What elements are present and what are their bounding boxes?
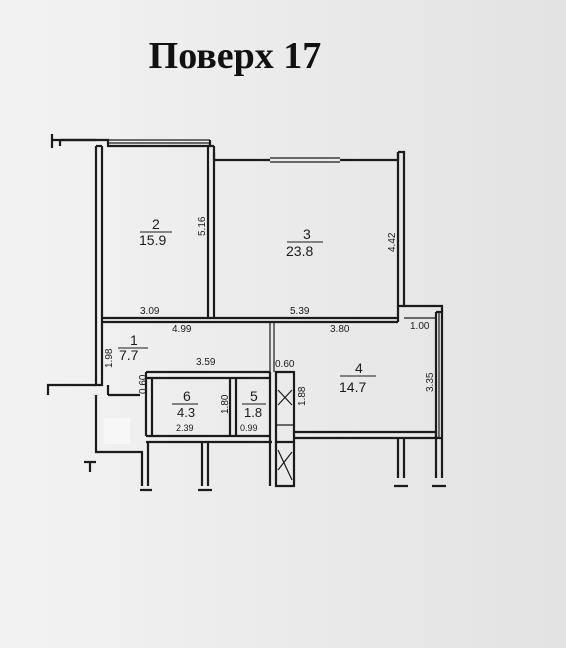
dim-room6-height: 1.80 xyxy=(220,394,231,414)
dim-room2-width: 3.09 xyxy=(140,306,160,317)
dim-room4-width: 3.80 xyxy=(330,324,350,335)
room-1-number: 1 xyxy=(130,332,138,348)
room-5-area: 1.8 xyxy=(244,405,262,420)
room-6-area: 4.3 xyxy=(177,405,195,420)
dim-room1-height: 1.98 xyxy=(104,348,115,368)
dim-room4-right: 1.00 xyxy=(410,321,430,332)
dim-room4-inner-height: 1.88 xyxy=(297,386,308,406)
dim-room4-height: 3.35 xyxy=(425,372,436,392)
dimension-labels: 3.09 4.99 5.39 3.80 1.00 3.59 0.60 2.39 … xyxy=(104,216,436,433)
dim-room5-door: 0.60 xyxy=(275,359,295,370)
room-5-number: 5 xyxy=(250,388,258,404)
room-2-area: 15.9 xyxy=(139,232,166,248)
dim-room3-width: 5.39 xyxy=(290,306,310,317)
room-4-number: 4 xyxy=(355,360,363,376)
walls xyxy=(46,134,446,492)
room-1-area: 7.7 xyxy=(119,347,139,363)
floor-title: Поверх 17 xyxy=(148,35,322,77)
dim-room6-bottom: 2.39 xyxy=(176,423,194,433)
blank-square xyxy=(104,418,130,444)
dim-room1-door: 0.60 xyxy=(138,374,149,394)
room-6-number: 6 xyxy=(183,388,191,404)
dim-room5-bottom: 0.99 xyxy=(240,423,258,433)
room-2-number: 2 xyxy=(152,216,160,232)
dim-corridor-width: 4.99 xyxy=(172,324,192,335)
dim-room2-height: 5.16 xyxy=(197,216,208,236)
room-labels: 2 15.9 3 23.8 1 7.7 4 14.7 6 4.3 5 1.8 xyxy=(118,216,376,420)
dim-room3-height: 4.42 xyxy=(387,232,398,252)
dim-room6-width: 3.59 xyxy=(196,357,216,368)
room-3-number: 3 xyxy=(303,226,311,242)
room-3-area: 23.8 xyxy=(286,243,313,259)
dimension-lines xyxy=(108,317,436,323)
room-4-area: 14.7 xyxy=(339,379,366,395)
